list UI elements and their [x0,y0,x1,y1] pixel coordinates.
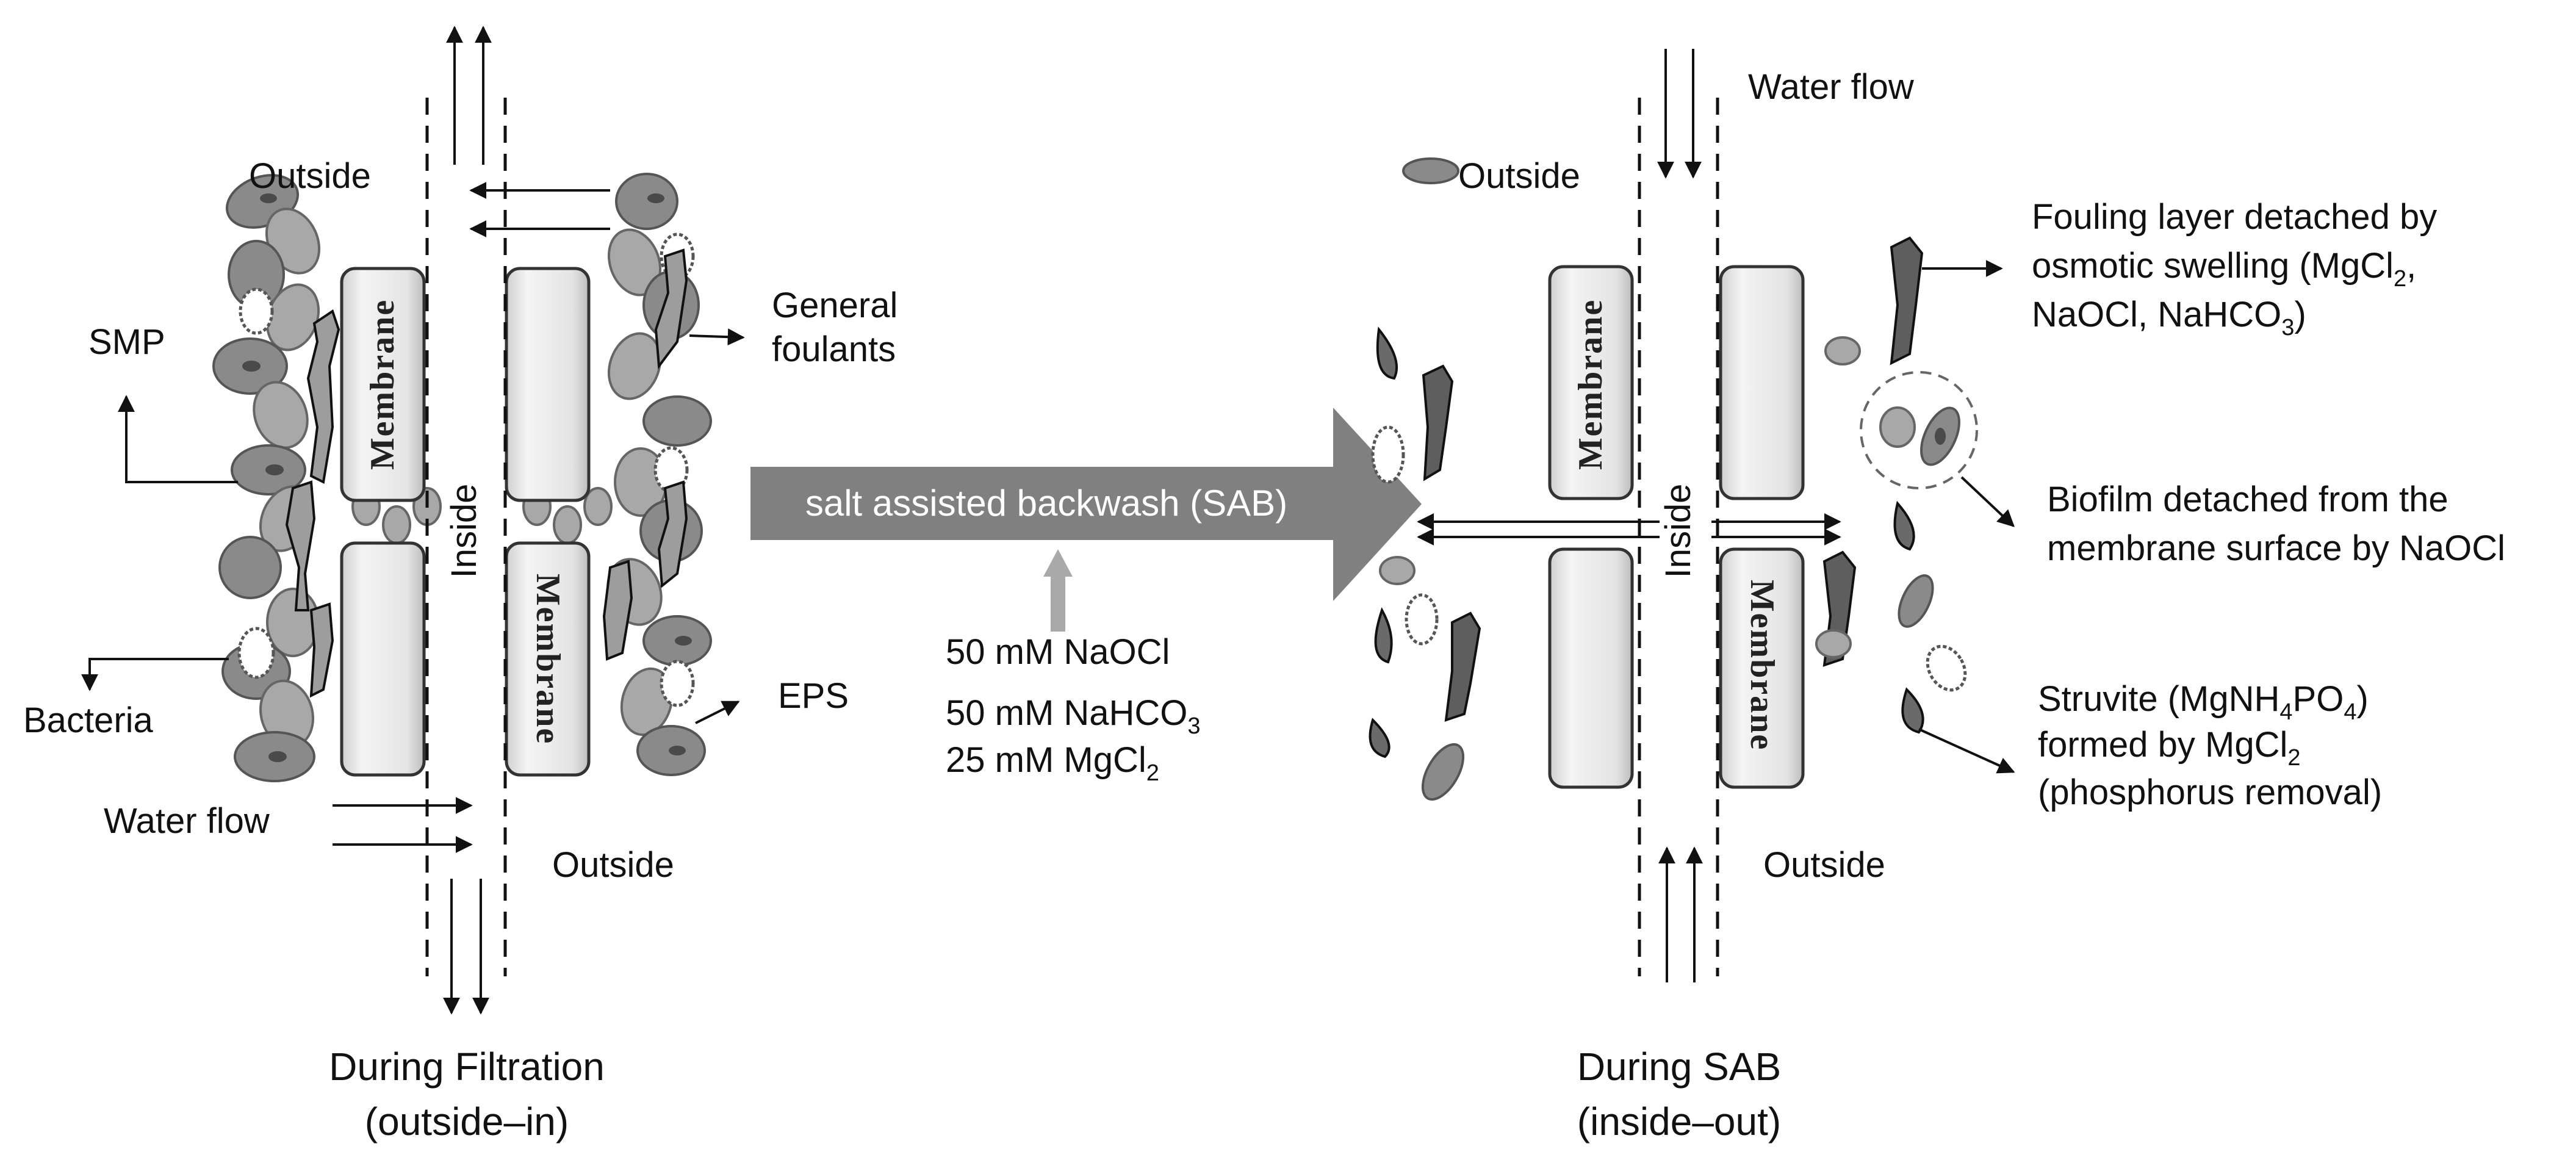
eps-strand [657,480,688,588]
struvite-pointer [1918,728,2015,774]
bacteria-label: Bacteria [23,701,154,740]
eps-label: EPS [778,676,849,716]
left-panel: Membrane Membrane Outside Outside Inside… [23,26,898,1144]
right-caption-line2: (inside–out) [1577,1100,1781,1144]
right-panel: Membrane Membrane [1369,49,2505,1144]
svg-text:formed by MgCl2: formed by MgCl2 [2038,725,2300,771]
bacteria-pointer [81,658,229,691]
general-foulants-label-2: foulants [772,330,896,369]
left-membrane-bottom-left [340,541,426,777]
svg-text:Struvite (MgNH4PO4): Struvite (MgNH4PO4) [2038,679,2369,725]
outside-label-bottom: Outside [1763,845,1885,885]
left-membrane-top-left: Membrane [340,267,426,502]
biofilm-annotation: Biofilm detached from the membrane surfa… [2047,480,2505,568]
detached-foulants-left [1369,157,1481,801]
left-membrane-top-right [505,267,591,502]
membrane-label: Membrane [364,299,401,470]
svg-text:Biofilm detached from the: Biofilm detached from the [2047,480,2448,519]
eps-strand [285,480,316,611]
general-foulants-label-1: General [772,286,898,325]
svg-text:osmotic swelling (MgCl2,: osmotic swelling (MgCl2, [2032,246,2416,292]
right-membrane-bottom-right: Membrane [1719,547,1805,789]
left-caption-line1: During Filtration [329,1045,605,1089]
left-fouling-cake-right [606,173,712,776]
outside-label-top: Outside [1458,156,1580,196]
water-flow-label: Water flow [104,801,270,841]
smp-pointer [118,395,238,483]
inside-label: Inside [444,484,484,578]
svg-text:NaOCl, NaHCO3): NaOCl, NaHCO3) [2032,295,2306,340]
water-flow-label: Water flow [1748,67,1915,107]
chemical-mgcl2: 25 mM MgCl2 [946,740,1159,786]
svg-text:(phosphorus removal): (phosphorus removal) [2038,773,2382,812]
sab-process-arrow [750,408,1422,601]
left-caption-line2: (outside–in) [365,1100,569,1144]
right-membrane-bottom-left [1548,547,1634,789]
left-membrane-bottom-right: Membrane [505,541,591,777]
biofilm-cluster [1860,371,1978,489]
svg-text:Fouling layer detached by: Fouling layer detached by [2032,197,2437,237]
eps-pointer [695,701,740,724]
eps-strand [309,602,334,698]
eps-strand [306,309,340,484]
right-caption-line1: During SAB [1577,1045,1781,1089]
biofilm-pointer [1960,476,2015,527]
membrane-label: Membrane [1743,580,1781,751]
detached-foulants-right [1815,236,1967,734]
struvite-annotation: Struvite (MgNH4PO4) formed by MgCl2 (pho… [2038,679,2382,812]
general-foulants-pointer [689,328,745,346]
right-membrane-top-right [1719,265,1805,500]
chemical-naocl: 50 mM NaOCl [946,632,1170,672]
outside-label-bottom: Outside [552,845,674,885]
chemical-nahco3: 50 mM NaHCO3 [946,693,1201,739]
right-membrane-top-left-body: Membrane [1548,265,1634,500]
svg-text:membrane surface by NaOCl: membrane surface by NaOCl [2047,528,2505,568]
fouling-annotation: Fouling layer detached by osmotic swelli… [2032,197,2437,340]
center-process: salt assisted backwash (SAB) 50 mM NaOCl… [750,408,1422,786]
smp-label: SMP [88,322,165,362]
chemical-list: 50 mM NaOCl 50 mM NaHCO3 25 mM MgCl2 [946,632,1201,786]
left-fouling-cake-outer [212,174,321,782]
sab-arrow-label: salt assisted backwash (SAB) [805,483,1287,524]
eps-strand [602,560,633,661]
outside-label-top: Outside [249,156,371,196]
membrane-label: Membrane [1572,299,1610,470]
eps-strand [654,248,688,370]
membrane-label: Membrane [529,574,567,744]
inside-label: Inside [1658,484,1698,578]
chemical-input-arrow [1043,549,1073,632]
